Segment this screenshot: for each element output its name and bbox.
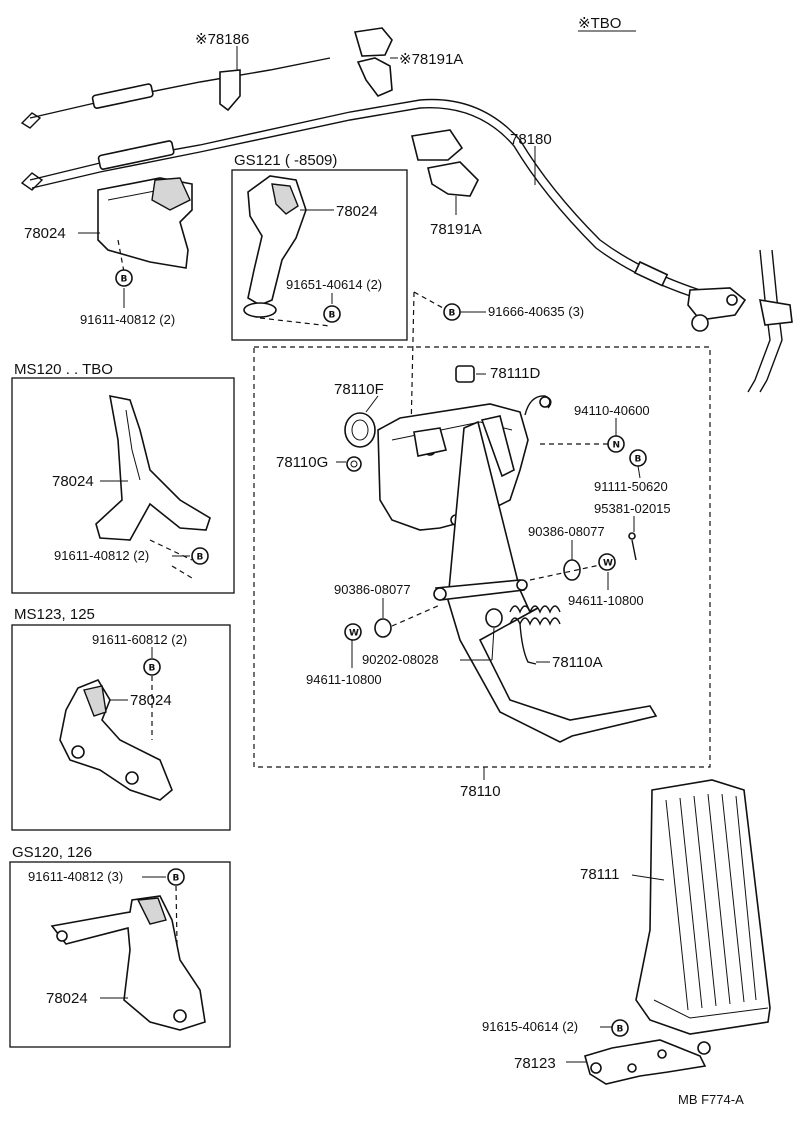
- nut-symbol: N: [613, 441, 621, 451]
- label-95381-02015: 95381-02015: [594, 501, 671, 516]
- bracket-78123-drawing: [584, 1039, 711, 1085]
- clamp-78191A-drawing: [411, 129, 479, 197]
- bolt-symbol: B: [449, 309, 456, 319]
- label-91666-40635: 91666-40635 (3): [488, 304, 584, 319]
- leader-lines: [78, 46, 665, 1063]
- box-ms123: [11, 624, 231, 831]
- washer-symbol: W: [603, 559, 613, 569]
- label-78110F: 78110F: [334, 381, 384, 398]
- label-90202-08028: 90202-08028: [362, 652, 439, 667]
- clamp-78191A-top-drawing: [353, 27, 393, 97]
- bracket-78024-main-drawing: B: [97, 177, 193, 287]
- label-78024-ms123: 78024: [130, 692, 172, 709]
- accelerator-cable-78180-drawing: [20, 98, 793, 393]
- label-91611-40812-gs120: 91611-40812 (3): [28, 869, 123, 884]
- figure-code: MB F774-A: [678, 1092, 744, 1107]
- label-91111-50620: 91111-50620: [594, 479, 668, 494]
- box-title-ms120: MS120 . . TBO: [14, 361, 113, 378]
- label-78024-gs121: 78024: [336, 203, 378, 220]
- label-91611-40812: 91611-40812 (2): [80, 312, 175, 327]
- pedal-assembly-frame: [253, 346, 711, 768]
- bracket-78024-ms120-drawing: B: [95, 394, 211, 579]
- label-94611-10800-left: 94611-10800: [306, 672, 382, 687]
- bolt-symbol: B: [173, 874, 180, 884]
- label-78111: 78111: [580, 866, 620, 883]
- bolt-symbol: B: [149, 664, 156, 674]
- bracket-78024-gs121-drawing: B: [243, 175, 341, 327]
- bolt-symbol: B: [121, 275, 128, 285]
- label-78110G: 78110G: [276, 454, 328, 471]
- accelerator-cable-78186-drawing: [20, 57, 331, 129]
- label-78111D: 78111D: [490, 365, 540, 382]
- bolt-symbol: B: [617, 1025, 624, 1035]
- tbo-note: ※TBO: [578, 15, 621, 32]
- label-78024-main: 78024: [24, 225, 66, 242]
- box-title-gs121: GS121 ( -8509): [234, 152, 337, 169]
- label-78110A: 78110A: [552, 654, 603, 671]
- label-78123: 78123: [514, 1055, 556, 1072]
- label-91615-40614: 91615-40614 (2): [482, 1019, 578, 1034]
- label-91611-40812-ms120: 91611-40812 (2): [54, 548, 149, 563]
- label-94611-10800-right: 94611-10800: [568, 593, 644, 608]
- bolt-symbol: B: [329, 311, 336, 321]
- label-91611-60812: 91611-60812 (2): [92, 632, 187, 647]
- bolt-symbol: B: [197, 553, 204, 563]
- pedal-pad-78111-drawing: [635, 779, 771, 1035]
- bracket-78024-gs120-drawing: B: [50, 868, 206, 1031]
- box-title-gs120: GS120, 126: [12, 844, 92, 861]
- label-78110: 78110: [460, 783, 501, 800]
- bolt-symbol: B: [635, 455, 642, 465]
- label-78186: ※78186: [195, 31, 249, 48]
- box-gs120: [9, 861, 231, 1048]
- washer-symbol: W: [349, 629, 359, 639]
- label-78191A-top: ※78191A: [399, 51, 463, 68]
- label-78191A: 78191A: [430, 221, 482, 238]
- label-91651-40614: 91651-40614 (2): [286, 277, 382, 292]
- bracket-78024-ms123-drawing: B: [59, 658, 173, 801]
- box-ms120: [11, 377, 235, 594]
- label-78180: 78180: [510, 131, 552, 148]
- label-90386-08077-left: 90386-08077: [334, 582, 411, 597]
- box-title-ms123: MS123, 125: [14, 606, 95, 623]
- label-94110-40600: 94110-40600: [574, 403, 650, 418]
- box-gs121: [231, 169, 408, 341]
- label-78024-gs120: 78024: [46, 990, 88, 1007]
- label-90386-08077-right: 90386-08077: [528, 524, 605, 539]
- label-78024-ms120: 78024: [52, 473, 94, 490]
- pedal-lever-78110-drawing: W N B W: [344, 365, 658, 743]
